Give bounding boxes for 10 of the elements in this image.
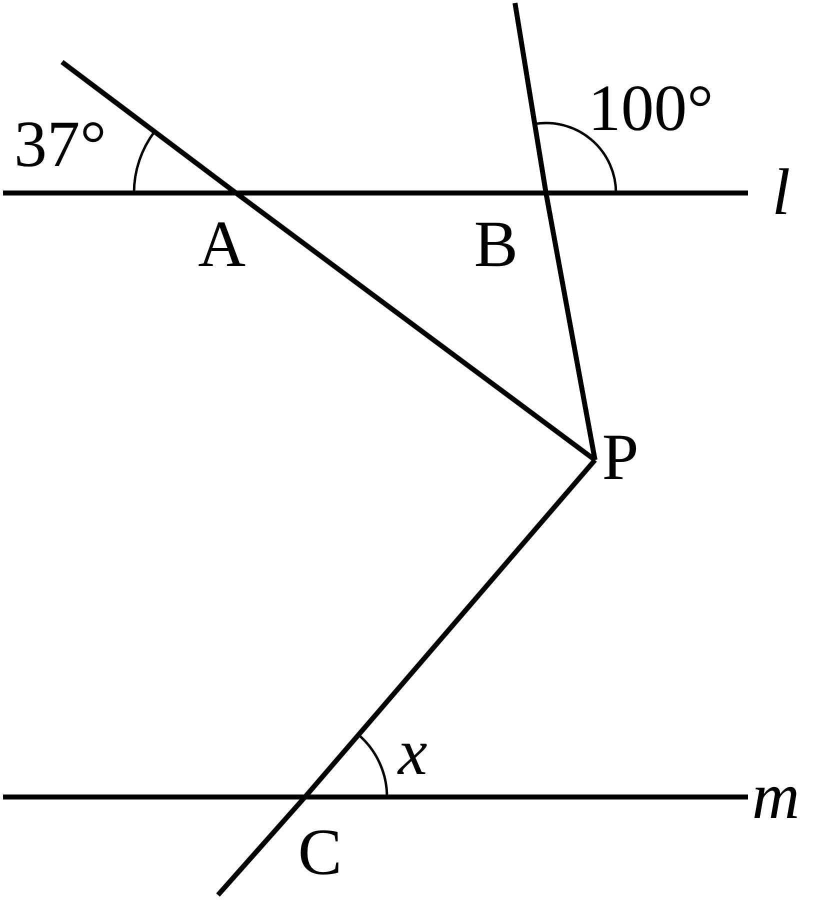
point-label: P — [591, 425, 652, 491]
point-label: C — [298, 793, 348, 886]
line-segment — [544, 192, 598, 460]
point-label: A — [198, 189, 248, 278]
line-label: l — [772, 160, 790, 226]
line-label: m — [752, 764, 800, 830]
angle-label: x — [398, 720, 428, 786]
angle-label: 100° — [588, 76, 714, 142]
point-label: B — [474, 189, 550, 278]
angle-label: 37° — [14, 112, 106, 178]
